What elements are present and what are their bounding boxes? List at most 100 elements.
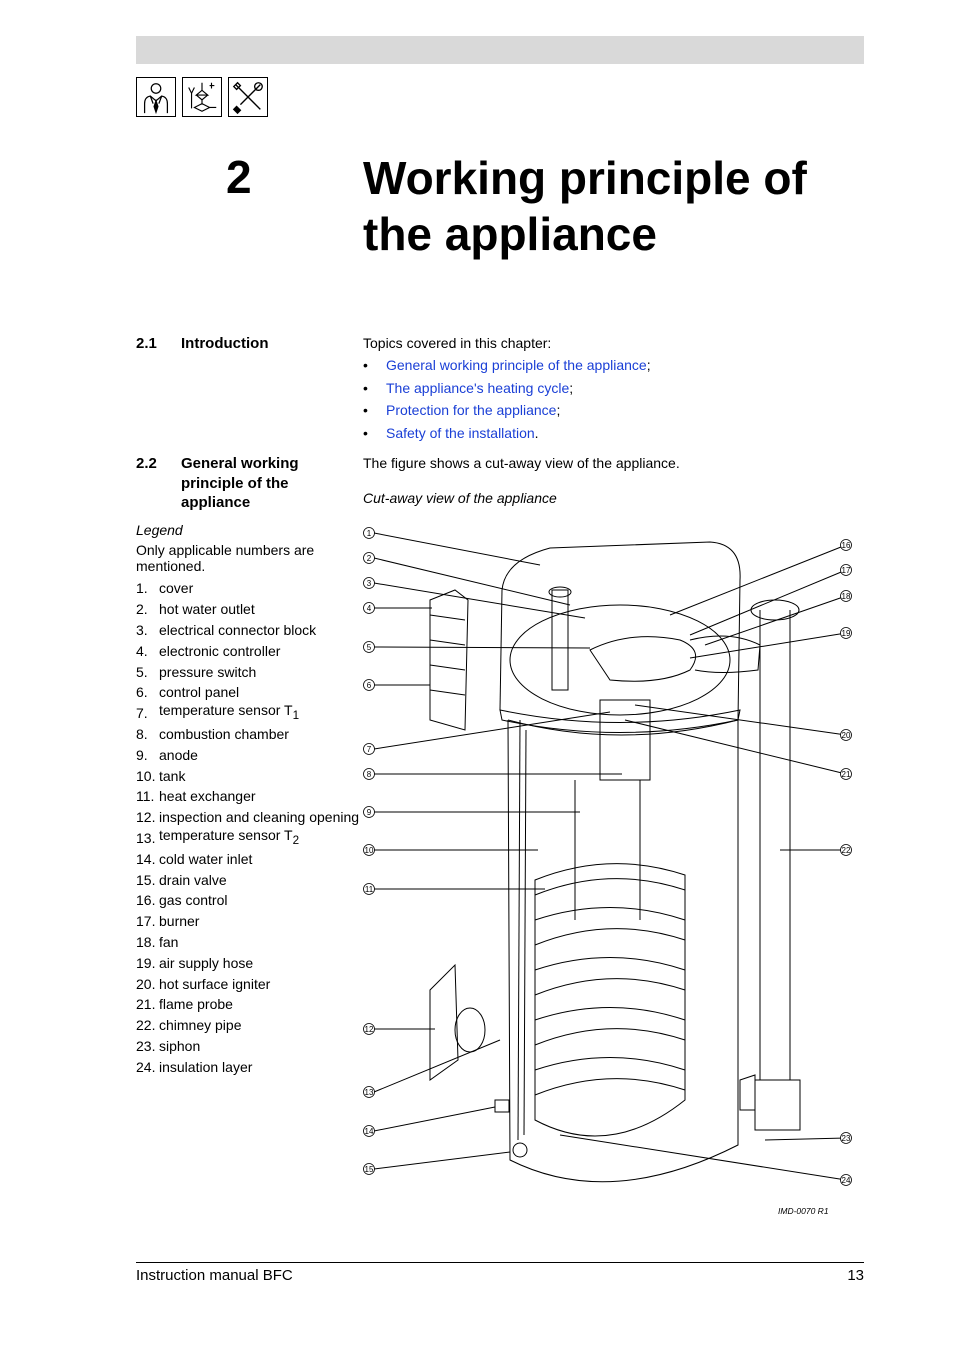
tools-icon [228,77,268,117]
figure-callout-label: 14 [365,1127,374,1136]
legend-item-text: electronic controller [159,642,281,659]
legend-item-text: air supply hose [159,954,254,971]
figure-callout-label: 1 [367,529,372,538]
legend-item-number: 7. [136,705,148,722]
legend-item-text: anode [159,746,198,763]
audience-icons [136,77,268,121]
legend-item-number: 18. [136,933,156,950]
topic-item: •Safety of the installation. [363,424,539,441]
legend-item: 22.chimney pipe [136,1015,364,1036]
figure-callout-label: 2 [367,554,372,563]
topic-link-safety[interactable]: Safety of the installation [386,424,535,441]
topic-list: •General working principle of the applia… [363,356,651,442]
topic-item: •General working principle of the applia… [363,357,651,373]
section-heading-intro: 2.1 Introduction [136,334,331,354]
figure-callout-label: 11 [365,885,374,894]
legend-item: 19.air supply hose [136,952,364,973]
figure-callout-label: 9 [367,808,372,817]
legend-item-number: 15. [136,871,156,888]
legend-item-text: electrical connector block [159,621,317,638]
legend-item: 24.insulation layer [136,1056,364,1077]
figure-callout: 10 [363,844,375,856]
figure-callout: 6 [363,679,375,691]
legend-item-number: 1. [136,580,148,597]
legend-item-number: 14. [136,850,156,867]
legend-item: 5.pressure switch [136,661,364,682]
legend-item-number: 17. [136,913,156,930]
figure-callout: 3 [363,577,375,589]
figure-callout: 5 [363,641,375,653]
chapter-number: 2 [226,151,252,203]
intro-lead: Topics covered in this chapter: [363,335,552,351]
figure-callout: 24 [840,1174,852,1186]
figure-callout-label: 24 [842,1176,851,1185]
legend-item-text: chimney pipe [159,1017,242,1034]
legend-item-text: combustion chamber [159,725,289,742]
topic-link-general[interactable]: General working principle of the applian… [386,357,647,373]
legend-item-text: heat exchanger [159,788,256,805]
figure-callout-label: 21 [842,770,851,779]
legend-item-text: siphon [159,1037,201,1054]
chapter-title: Working principle of the appliance [363,152,807,260]
legend-item: 21.flame probe [136,994,364,1015]
figure-callout-label: 16 [842,541,851,550]
figure-callout: 11 [363,883,375,895]
figure-callout-label: 17 [842,566,851,575]
figure-reference: IMD-0070 R1 [778,1206,829,1216]
footer-rule [136,1262,864,1263]
legend-item-number: 2. [136,601,148,618]
legend-list: 1. cover 2. hot water outlet 3. electrical co… [136,578,364,1077]
legend-item: 20.hot surface igniter [136,973,364,994]
legend-item-subscript: 2 [292,833,300,847]
figure-callout-label: 8 [367,770,372,779]
legend-item: 7. temperature sensor T1 [136,702,364,724]
figure-callout: 14 [363,1125,375,1137]
valve-icon [182,77,222,117]
legend-item-text: inspection and cleaning opening [159,809,360,826]
section-number: 2.1 [136,335,157,352]
section-number: 2.2 [136,455,157,472]
figure-callout-label: 6 [367,681,372,690]
legend-item-text: flame probe [159,996,233,1013]
legend-item-text: cover [159,580,194,597]
topic-link-protection[interactable]: Protection for the appliance [386,402,557,419]
figure-callout-label: 13 [365,1088,374,1097]
legend-item-number: 9. [136,746,148,763]
legend-item-text: hot water outlet [159,601,255,618]
figure-callout-label: 3 [367,579,372,588]
general-text: The figure shows a cut-away view of the … [363,455,680,471]
figure-callout-label: 22 [842,846,851,855]
legend-item: 10.tank [136,765,364,786]
legend-item: 18.fan [136,932,364,953]
legend-item: 1. cover [136,578,364,599]
legend-item: 16.gas control [136,890,364,911]
legend-item: 9. anode [136,744,364,765]
legend-item-text: burner [159,913,200,930]
footer-manual-title: Instruction manual BFC [136,1267,293,1284]
legend-item-text: hot surface igniter [159,975,271,992]
legend-item: 11.heat exchanger [136,786,364,807]
legend-item-number: 12. [136,809,156,826]
figure-callout: 16 [840,539,852,551]
legend-item-number: 10. [136,767,156,784]
topic-link-heating-cycle[interactable]: The appliance's heating cycle [386,379,570,396]
legend-item: 3. electrical connector block [136,620,364,641]
figure-callout: 4 [363,602,375,614]
figure-callout: 13 [363,1086,375,1098]
figure-callout: 2 [363,552,375,564]
legend-item-text: gas control [159,892,228,909]
legend-item-number: 6. [136,684,148,701]
legend-item-text: temperature sensor T1 [159,702,300,723]
section-heading-general: 2.2 General working principle of the app… [136,454,331,513]
legend-item-number: 3. [136,621,148,638]
legend-item-number: 19. [136,954,156,971]
figure-callout: 23 [840,1132,852,1144]
legend-item-number: 8. [136,725,148,742]
legend-item-number: 20. [136,975,156,992]
figure-callout: 17 [840,564,852,576]
figure-callout: 20 [840,729,852,741]
legend-item-text: insulation layer [159,1058,253,1075]
legend-item: 13.temperature sensor T2 [136,827,364,849]
figure-callout: 12 [363,1023,375,1035]
